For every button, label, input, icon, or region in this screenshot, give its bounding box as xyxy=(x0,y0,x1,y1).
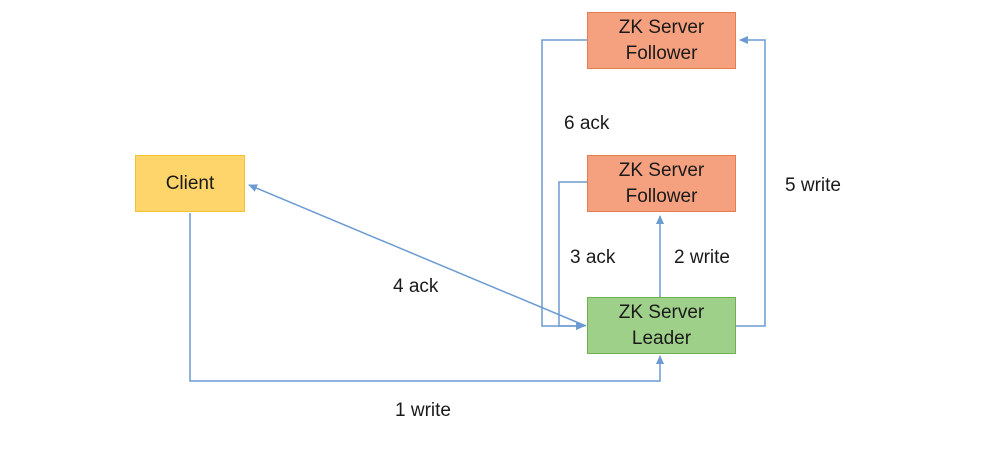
follower-mid-node-label: ZK Server Follower xyxy=(618,159,705,207)
edge-5-write-label: 5 write xyxy=(785,175,841,196)
edge-5-write-connector xyxy=(735,36,766,327)
edge-2-write-label: 2 write xyxy=(674,247,730,268)
edge-6-ack-label: 6 ack xyxy=(564,113,610,134)
edge-4-ack-connector xyxy=(248,184,587,327)
edge-4-ack-label: 4 ack xyxy=(393,276,439,297)
leader-node-label: ZK Server Leader xyxy=(618,301,705,349)
client-node-label: Client xyxy=(165,172,215,194)
edge-6-ack-connector xyxy=(541,39,587,330)
follower-top-node: ZK Server Follower xyxy=(587,12,736,69)
client-node: Client xyxy=(135,155,245,212)
follower-mid-node: ZK Server Follower xyxy=(587,155,736,212)
follower-top-node-label: ZK Server Follower xyxy=(618,16,705,64)
edge-3-ack-label: 3 ack xyxy=(570,247,616,268)
edge-1-write-connector xyxy=(189,213,664,382)
edge-1-write-label: 1 write xyxy=(395,400,451,421)
leader-node: ZK Server Leader xyxy=(587,297,736,354)
